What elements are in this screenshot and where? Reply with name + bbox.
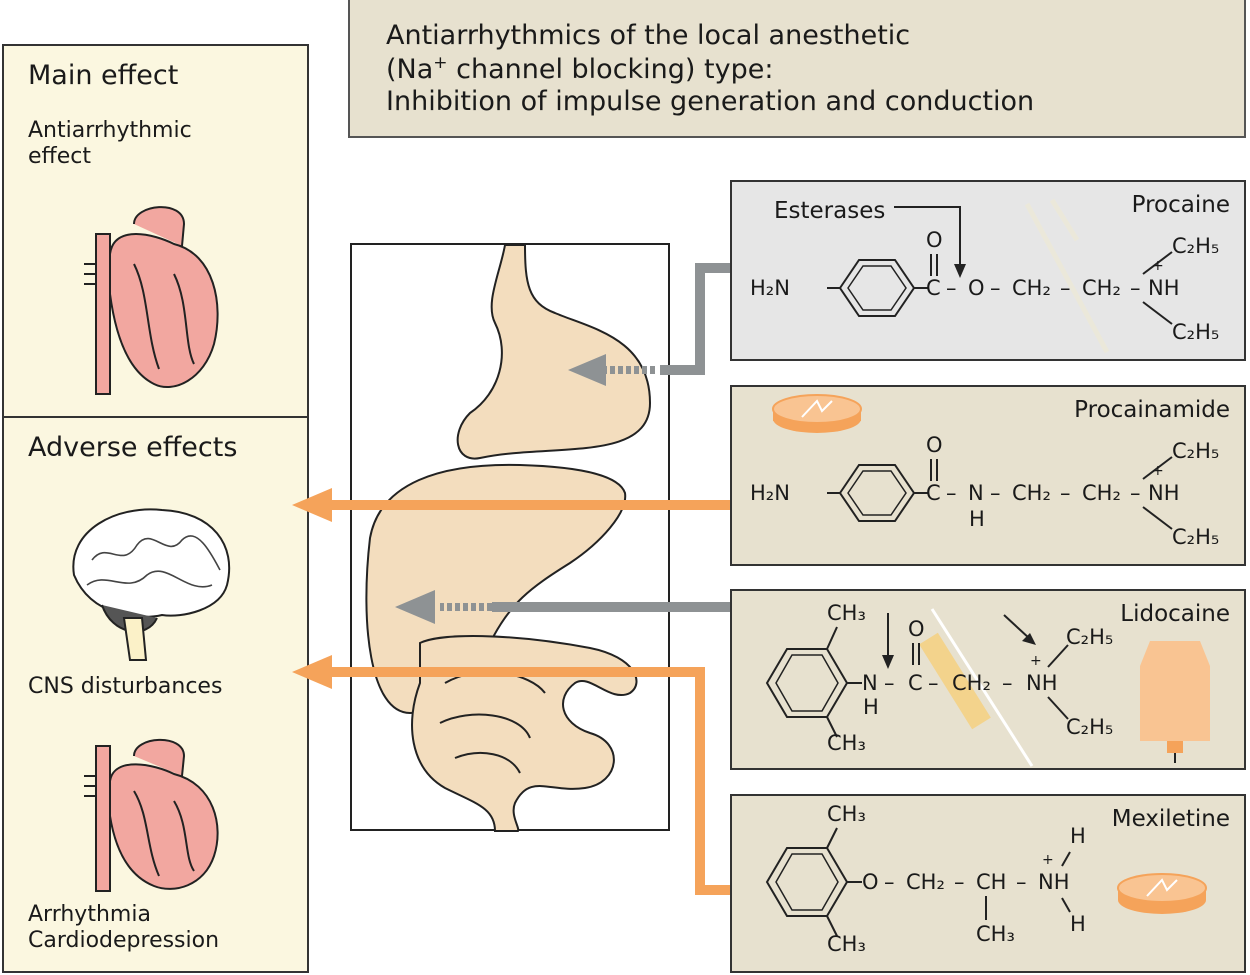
mexiletine-h-bottom: H (1070, 912, 1086, 936)
mexiletine-structure (765, 827, 1207, 937)
procainamide-c2h5-bottom: C₂H₅ (1172, 525, 1220, 549)
procaine-ester-o: O (968, 276, 985, 300)
procainamide-ch2-a: CH₂ (1012, 481, 1051, 505)
lidocaine-carbonyl-o: O (908, 617, 925, 641)
mexiletine-ch3-bottom: CH₃ (827, 932, 866, 956)
procainamide-nh: NH (1148, 481, 1180, 505)
main-effect-text: Antiarrhythmic effect (28, 118, 192, 169)
main-effect-title: Main effect (28, 60, 179, 91)
lidocaine-c2h5-bottom: C₂H₅ (1066, 715, 1114, 739)
procaine-plus: + (1152, 258, 1164, 274)
procainamide-carbonyl-o: O (926, 433, 943, 457)
procaine-connector (660, 263, 730, 375)
tablet-icon (772, 394, 862, 433)
tablet-icon-mexiletine (1117, 873, 1207, 914)
procainamide-plus: + (1152, 463, 1164, 479)
mexiletine-dash-2: – (954, 870, 965, 894)
mexiletine-connector (330, 667, 730, 895)
procainamide-structure (772, 394, 1173, 530)
lidocaine-ch3-top: CH₃ (827, 601, 866, 625)
header-box: Antiarrhythmics of the local anesthetic … (348, 0, 1246, 138)
esterases-label: Esterases (774, 198, 886, 224)
procaine-arrowhead (568, 354, 606, 386)
procainamide-dash-1: – (946, 481, 957, 505)
infusion-bottle-icon (1140, 641, 1210, 763)
procaine-box: Procaine Esterases H₂N O C – O – CH₂ – C… (730, 180, 1246, 361)
header-line-1: Antiarrhythmics of the local anesthetic (386, 20, 911, 51)
procaine-h2n: H₂N (750, 276, 790, 300)
procainamide-c: C (926, 481, 941, 505)
procainamide-h2n: H₂N (750, 481, 790, 505)
procaine-c2h5-bottom: C₂H₅ (1172, 320, 1220, 344)
brain-icon (72, 508, 231, 661)
lidocaine-c: C (908, 671, 923, 695)
procaine-name: Procaine (1131, 192, 1230, 218)
lidocaine-n: N (862, 671, 878, 695)
header-line-3: Inhibition of impulse generation and con… (386, 86, 1035, 117)
header-line-2: (Na+ channel blocking) type: (386, 53, 774, 85)
mexiletine-ch3-branch: CH₃ (976, 922, 1015, 946)
procainamide-dash-2: – (990, 481, 1001, 505)
procaine-c2h5-top: C₂H₅ (1172, 234, 1220, 258)
lidocaine-dash-3: – (1002, 671, 1013, 695)
mexiletine-box: Mexiletine CH₃ CH₃ O – CH₂ – CH – NH + H… (730, 794, 1246, 973)
mexiletine-dash-1: – (884, 870, 895, 894)
adverse-effects-panel: Adverse effects CNS disturbances Arrhyth… (2, 416, 309, 973)
heart-icon-adverse (84, 738, 219, 892)
mexiletine-dash-3: – (1016, 870, 1027, 894)
procainamide-n: N (968, 481, 984, 505)
procainamide-dash-3: – (1060, 481, 1071, 505)
lidocaine-ch3-bottom: CH₃ (827, 731, 866, 755)
lidocaine-amide-h: H (863, 695, 879, 719)
main-effect-panel: Main effect Antiarrhythmic effect (2, 44, 309, 418)
procaine-nh: NH (1148, 276, 1180, 300)
lidocaine-structure (765, 608, 1210, 767)
procaine-ch2-a: CH₂ (1012, 276, 1051, 300)
heart-icon (84, 206, 219, 395)
mexiletine-ether-o: O (862, 870, 879, 894)
mexiletine-ch2: CH₂ (906, 870, 945, 894)
lidocaine-ch2: CH₂ (952, 671, 991, 695)
cardiac-adverse-label: Arrhythmia Cardiodepression (28, 902, 220, 953)
syringe-icon (919, 608, 1034, 767)
procaine-dash-2: – (990, 276, 1001, 300)
procainamide-amide-h: H (969, 507, 985, 531)
mexiletine-arrowhead (292, 655, 332, 689)
mexiletine-name: Mexiletine (1111, 806, 1230, 832)
lidocaine-dash-1: – (884, 671, 895, 695)
mexiletine-plus: + (1042, 852, 1054, 868)
lidocaine-nh: NH (1026, 671, 1058, 695)
procainamide-dash-4: – (1130, 481, 1141, 505)
mexiletine-nh: NH (1038, 870, 1070, 894)
gi-tract-illustration (350, 243, 670, 832)
lidocaine-dash-2: – (928, 671, 939, 695)
procaine-dash-3: – (1060, 276, 1071, 300)
cns-disturbances-label: CNS disturbances (28, 674, 223, 699)
procaine-c: C (926, 276, 941, 300)
procainamide-name: Procainamide (1074, 397, 1230, 423)
lidocaine-box: Lidocaine CH₃ CH₃ N H – O C – CH₂ – NH +… (730, 589, 1246, 770)
procaine-dash-4: – (1130, 276, 1141, 300)
procaine-structure (827, 198, 1173, 354)
mexiletine-ch: CH (976, 870, 1007, 894)
procainamide-arrowhead (292, 488, 332, 522)
mexiletine-ch3-top: CH₃ (827, 802, 866, 826)
procainamide-box: Procainamide H₂N O C – N H – CH₂ – CH₂ –… (730, 385, 1246, 566)
procainamide-ch2-b: CH₂ (1082, 481, 1121, 505)
procaine-carbonyl-o: O (926, 228, 943, 252)
mexiletine-h-top: H (1070, 824, 1086, 848)
procaine-dash-1: – (946, 276, 957, 300)
lidocaine-c2h5-top: C₂H₅ (1066, 625, 1114, 649)
lidocaine-name: Lidocaine (1120, 601, 1230, 627)
lidocaine-arrowhead (395, 590, 435, 624)
adverse-effects-title: Adverse effects (28, 432, 238, 463)
lidocaine-plus: + (1030, 653, 1042, 669)
procainamide-c2h5-top: C₂H₅ (1172, 439, 1220, 463)
procaine-ch2-b: CH₂ (1082, 276, 1121, 300)
